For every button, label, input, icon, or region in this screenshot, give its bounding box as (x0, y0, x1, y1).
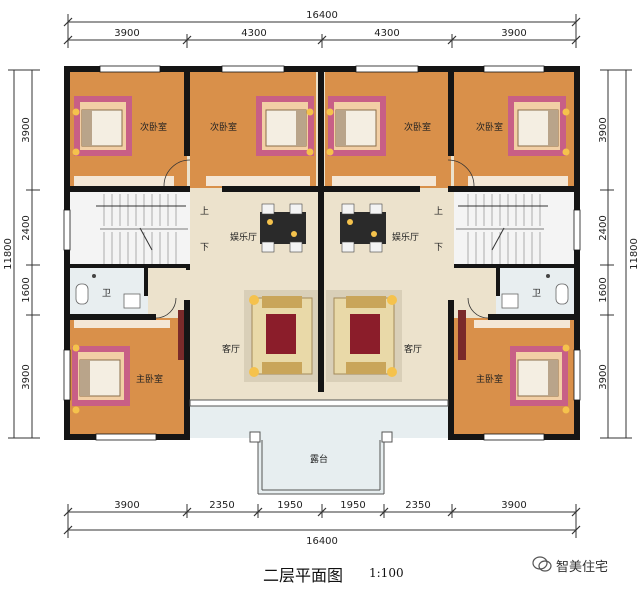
room-label-entertainment-hall: 娱乐厅 (392, 231, 419, 243)
dim-left-seg: 2400 (21, 215, 32, 240)
dim-left-seg: 1600 (21, 277, 32, 302)
dim-top-seg: 3900 (501, 28, 526, 39)
drawing-title: 二层平面图 (263, 566, 344, 585)
room-label-secondary-bedroom: 次卧室 (476, 121, 503, 133)
stair-label-up: 上 (200, 206, 209, 217)
dim-bottom-seg: 1950 (277, 500, 302, 511)
dim-top-seg: 4300 (241, 28, 266, 39)
stair-label-down: 下 (200, 243, 209, 253)
dim-bottom-seg: 2350 (209, 500, 234, 511)
drawing-scale: 1:100 (369, 566, 404, 580)
door-swings (155, 159, 489, 319)
chat-bubble-icon (532, 556, 552, 572)
stair-label-down: 下 (434, 243, 443, 253)
brand-name: 智美住宅 (556, 560, 609, 575)
dim-left-seg: 3900 (21, 364, 32, 389)
balcony-strip (190, 404, 448, 438)
stair-treads (100, 194, 544, 264)
dim-bottom-seg: 2350 (405, 500, 430, 511)
dim-right-seg: 1600 (598, 277, 609, 302)
dim-bottom-seg: 1950 (340, 500, 365, 511)
terrace-structure (189, 399, 449, 495)
bathroom-fixtures (75, 274, 569, 309)
dimension-lines (8, 14, 632, 538)
room-label-living-room: 客厅 (222, 343, 240, 355)
game-tables (260, 203, 386, 253)
dim-bottom-seg: 3900 (114, 500, 139, 511)
room-label-terrace: 露台 (310, 453, 328, 465)
room-label-secondary-bedroom: 次卧室 (140, 121, 167, 133)
bedroom-furniture (72, 96, 570, 414)
room-label-master-bedroom: 主卧室 (476, 373, 503, 385)
dim-top-seg: 4300 (374, 28, 399, 39)
stair-arrows (96, 205, 548, 251)
dim-right-seg: 3900 (598, 117, 609, 142)
dim-right-seg: 2400 (598, 215, 609, 240)
dim-bottom-total: 16400 (306, 536, 338, 547)
dim-top-seg: 3900 (114, 28, 139, 39)
sofa-sets (178, 290, 466, 382)
room-label-bathroom: 卫 (532, 289, 541, 299)
room-label-master-bedroom: 主卧室 (136, 373, 163, 385)
room-label-secondary-bedroom: 次卧室 (404, 121, 431, 133)
dim-right-seg: 3900 (598, 364, 609, 389)
dim-top-total: 16400 (306, 10, 338, 21)
dim-left-seg: 3900 (21, 117, 32, 142)
windows (63, 65, 581, 441)
room-label-secondary-bedroom: 次卧室 (210, 121, 237, 133)
dimension-ticks (63, 17, 581, 535)
dim-left-total: 11800 (3, 238, 14, 270)
dim-right-total: 11800 (629, 238, 640, 270)
room-label-entertainment-hall: 娱乐厅 (230, 231, 257, 243)
room-label-living-room: 客厅 (404, 343, 422, 355)
stair-label-up: 上 (434, 206, 443, 217)
room-label-bathroom: 卫 (102, 289, 111, 299)
dim-bottom-seg: 3900 (501, 500, 526, 511)
terrace-floor (258, 438, 384, 494)
